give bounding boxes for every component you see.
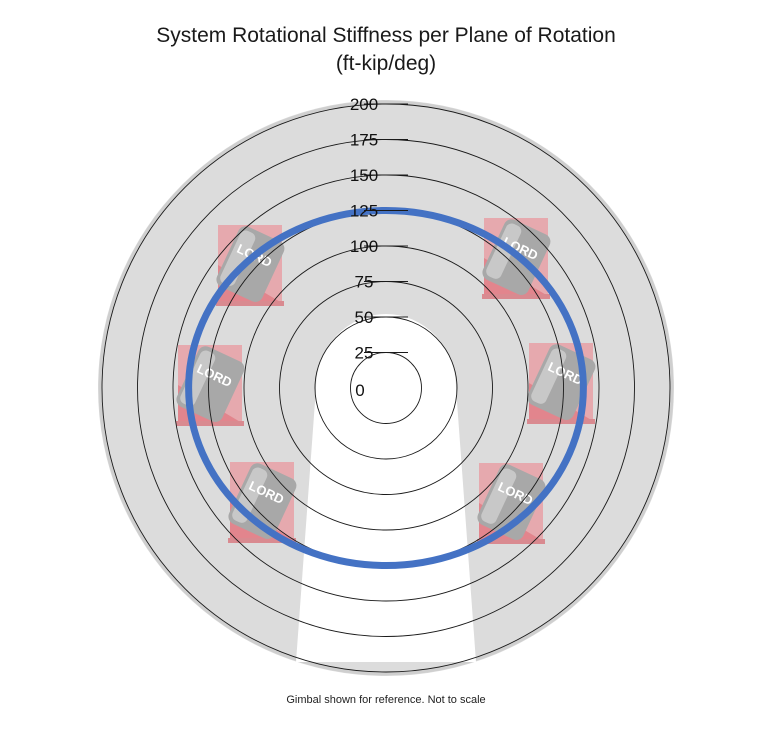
radial-tick-labels: 0 25 50 75 100 125 150 175 200: [350, 95, 408, 400]
footnote: Gimbal shown for reference. Not to scale: [286, 694, 486, 706]
chart-title-line2: (ft-kip/deg): [335, 52, 437, 75]
tick-label-175: 175: [350, 131, 378, 150]
chart-title-line1: System Rotational Stiffness per Plane of…: [156, 24, 616, 47]
tick-label-125: 125: [350, 202, 378, 221]
chart-title: System Rotational Stiffness per Plane of…: [0, 22, 772, 78]
gimbal-outer-ring: [98, 100, 674, 676]
gimbal-inner-cutout: [296, 314, 476, 662]
tick-label-75: 75: [355, 273, 374, 292]
polar-grid: [101, 103, 671, 673]
tick-label-150: 150: [350, 166, 378, 185]
lord-mount: LORD: [527, 343, 596, 424]
tick-label-0: 0: [355, 381, 364, 400]
lord-mount: LORD: [477, 463, 546, 544]
lord-mount: LORD: [216, 225, 285, 306]
tick-label-25: 25: [355, 344, 374, 363]
tick-label-50: 50: [355, 308, 374, 327]
tick-label-200: 200: [350, 95, 378, 114]
tick-label-100: 100: [350, 237, 378, 256]
